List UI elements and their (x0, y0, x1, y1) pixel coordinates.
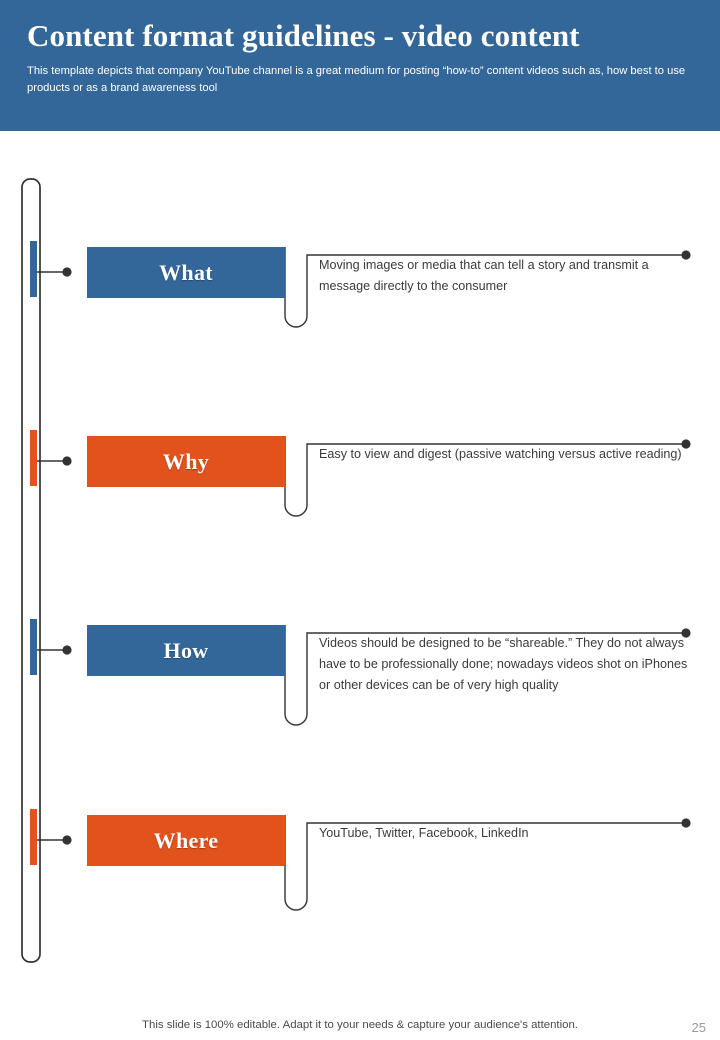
spine-segment-where (30, 809, 37, 865)
spine-segment-why (30, 430, 37, 486)
node-dot-where (62, 835, 72, 845)
diagram-connectors (21, 178, 691, 963)
stage-label-where: Where (153, 827, 219, 853)
stage-label-what: What (159, 259, 213, 285)
end-dot-where (681, 818, 691, 828)
hook-connector-what (284, 247, 684, 328)
node-dot-how (62, 645, 72, 655)
hook-connector-how (284, 625, 684, 726)
diagram-canvas: What Why How Where Moving images or medi… (0, 131, 720, 981)
end-dot-what (681, 250, 691, 260)
node-dot-why (62, 456, 72, 466)
end-dot-why (681, 439, 691, 449)
hook-connector-where (284, 815, 684, 911)
stage-box-what[interactable]: What (87, 247, 285, 298)
hook-connector-why (284, 436, 684, 517)
slide-header: Content format guidelines - video conten… (0, 0, 720, 131)
page-subtitle: This template depicts that company YouTu… (27, 65, 686, 94)
footer-note: This slide is 100% editable. Adapt it to… (142, 1019, 578, 1031)
stage-label-why: Why (162, 448, 210, 474)
vertical-spine-outline (21, 178, 41, 963)
stage-description-where: YouTube, Twitter, Facebook, LinkedIn (319, 826, 529, 840)
stage-description-why: Easy to view and digest (passive watchin… (319, 447, 682, 461)
stage-description-what: Moving images or media that can tell a s… (319, 258, 649, 293)
node-dot-what (62, 267, 72, 277)
spine-segment-what (30, 241, 37, 297)
stage-box-how[interactable]: How (87, 625, 285, 676)
end-dot-how (681, 628, 691, 638)
stage-description-how: Videos should be designed to be “shareab… (319, 636, 688, 692)
stage-box-why[interactable]: Why (87, 436, 285, 487)
page-title: Content format guidelines - video conten… (27, 18, 580, 53)
stage-box-where[interactable]: Where (87, 815, 285, 866)
spine-segment-how (30, 619, 37, 675)
page-number: 25 (691, 1020, 706, 1035)
stage-label-how: How (163, 637, 209, 663)
